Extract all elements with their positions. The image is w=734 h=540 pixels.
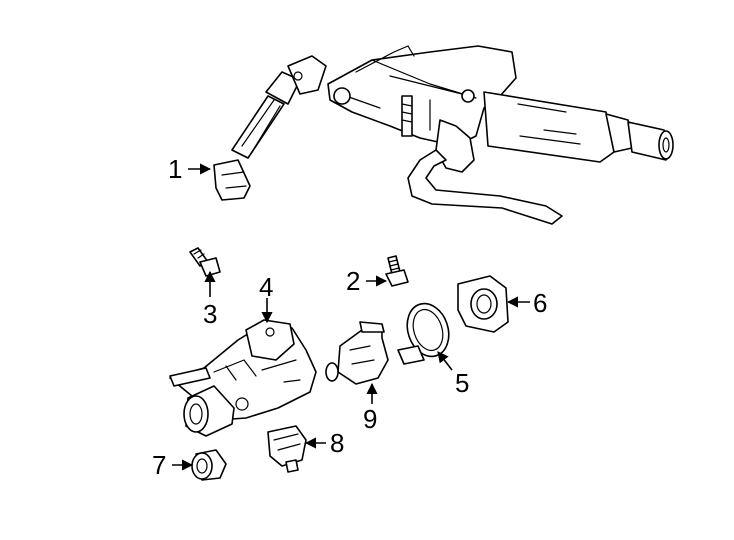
bolt-part-3 [189,247,221,277]
callout-6: 6 [533,288,547,318]
switch-part-8 [267,425,307,473]
callout-9: 9 [363,404,377,434]
callout-2: 2 [346,266,360,296]
callout-1: 1 [168,154,182,184]
callout-3: 3 [203,299,217,329]
callout-5: 5 [455,368,469,398]
callout-4: 4 [259,272,273,302]
callout-8: 8 [330,428,344,458]
lock-housing-part-4 [169,319,317,437]
callout-7: 7 [152,450,166,480]
cap-part-7 [191,449,227,481]
lock-cylinder-part-9 [325,321,389,385]
antenna-ring-part-5 [397,302,450,365]
bezel-part-6 [457,275,509,333]
steering-column-assembly [213,45,674,225]
screw-part-2 [385,255,409,287]
leader-5 [437,351,453,371]
